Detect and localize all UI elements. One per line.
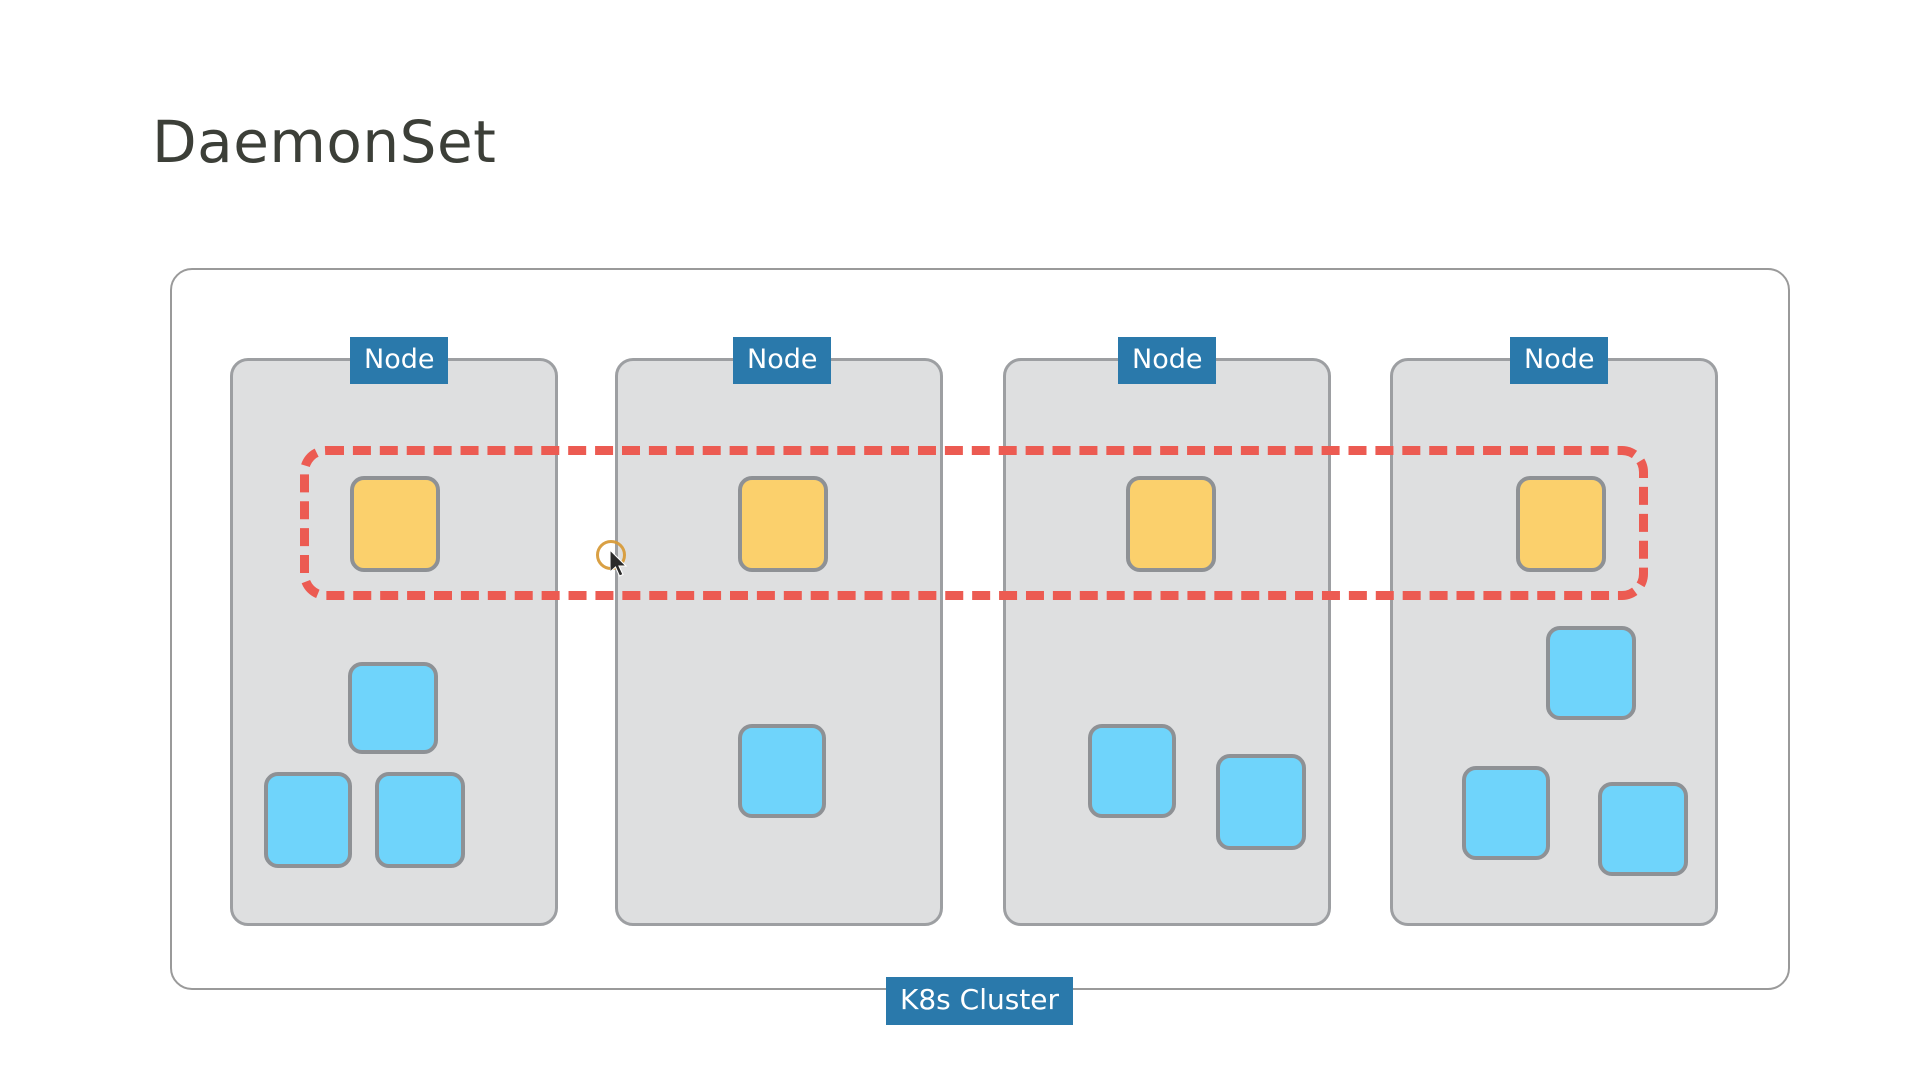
app-pod-node-2-a[interactable]: [738, 724, 826, 818]
node-label-3: Node: [1118, 337, 1217, 384]
app-pod-node-4-b[interactable]: [1462, 766, 1550, 860]
app-pod-node-1-b[interactable]: [264, 772, 352, 868]
daemon-pod-node-2[interactable]: [738, 476, 828, 572]
app-pod-node-1-a[interactable]: [348, 662, 438, 754]
app-pod-node-4-a[interactable]: [1546, 626, 1636, 720]
app-pod-node-1-c[interactable]: [375, 772, 465, 868]
app-pod-node-4-c[interactable]: [1598, 782, 1688, 876]
node-label-4: Node: [1510, 337, 1609, 384]
daemon-pod-node-3[interactable]: [1126, 476, 1216, 572]
node-label-1: Node: [350, 337, 449, 384]
daemonset-selection-outline: [300, 446, 1648, 600]
app-pod-node-3-a[interactable]: [1088, 724, 1176, 818]
node-box-2[interactable]: [615, 358, 943, 926]
page-title: DaemonSet: [152, 108, 497, 176]
k8s-cluster-label: K8s Cluster: [886, 977, 1074, 1025]
daemon-pod-node-4[interactable]: [1516, 476, 1606, 572]
node-label-2: Node: [733, 337, 832, 384]
app-pod-node-3-b[interactable]: [1216, 754, 1306, 850]
daemon-pod-node-1[interactable]: [350, 476, 440, 572]
